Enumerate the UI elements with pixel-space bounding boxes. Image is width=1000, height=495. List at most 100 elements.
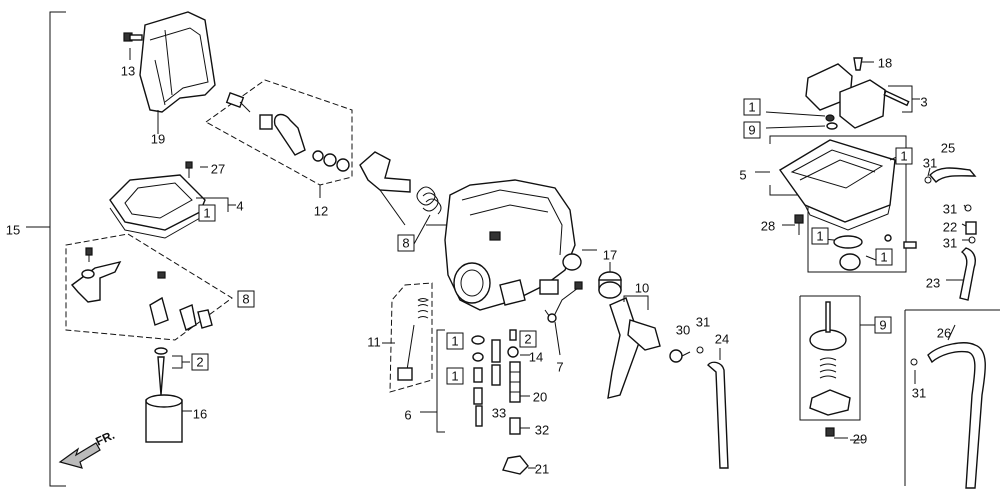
boxed-callout-1: 1 [198, 204, 216, 222]
callout-box-label: 2 [196, 354, 203, 369]
float-chamber-bracket-5 [755, 135, 907, 273]
callout-box-label: 1 [451, 368, 458, 383]
callout-11: 11 [367, 334, 381, 349]
callout-31: 31 [943, 201, 957, 216]
callout-28: 28 [761, 218, 775, 233]
callout-12: 12 [314, 203, 328, 218]
callout-box [743, 121, 761, 139]
boxed-callout-8: 8 [237, 290, 255, 308]
jet-parts [471, 329, 536, 475]
callout-13: 13 [121, 63, 135, 78]
callout-33: 33 [492, 405, 506, 420]
intake-gasket [109, 161, 206, 239]
callout-box [446, 332, 464, 350]
front-direction-indicator: FR. [58, 428, 117, 469]
cable-bracket-set [65, 233, 233, 341]
callout-32: 32 [535, 422, 549, 437]
boxed-callout-9: 9 [743, 121, 761, 139]
callout-29: 29 [853, 431, 867, 446]
callout-box-label: 1 [900, 148, 907, 163]
callout-31: 31 [923, 155, 937, 170]
choke-screw [669, 346, 704, 363]
callout-30: 30 [676, 322, 690, 337]
jet-set-bracket [420, 329, 445, 433]
assembly-bracket-15 [26, 11, 66, 487]
callout-26: 26 [937, 325, 951, 340]
boxed-callout-1: 1 [895, 147, 913, 165]
callout-23: 23 [926, 275, 940, 290]
boxed-callout-1: 1 [446, 367, 464, 385]
callout-6: 6 [404, 407, 411, 422]
callout-box-label: 8 [242, 291, 249, 306]
boxed-callout-2: 2 [519, 330, 537, 348]
callout-14: 14 [529, 349, 543, 364]
boxed-callout-1: 1 [743, 98, 761, 116]
callout-box-label: 9 [748, 122, 755, 137]
choke-cap [598, 262, 622, 299]
float-valve-18 [853, 57, 874, 71]
callout-31: 31 [912, 385, 926, 400]
callout-box-label: 9 [879, 317, 886, 332]
callout-box-label: 1 [748, 99, 755, 114]
callout-box-label: 1 [451, 333, 458, 348]
callout-box [875, 248, 893, 266]
callout-box [811, 227, 829, 245]
callout-box [446, 367, 464, 385]
callout-box [743, 98, 761, 116]
callout-box-label: 1 [816, 228, 823, 243]
jet-needle [154, 347, 190, 396]
callout-31: 31 [696, 314, 710, 329]
carburetor-top-cover [139, 11, 216, 128]
callout-box-label: 8 [402, 235, 409, 250]
callout-box [237, 290, 255, 308]
callout-7: 7 [556, 359, 563, 374]
callout-box [895, 147, 913, 165]
bracket-1-4 [196, 197, 236, 212]
carburetor-body [426, 179, 582, 311]
throttle-shaft [359, 151, 411, 226]
callout-box [397, 234, 415, 252]
throttle-return-spring [413, 186, 442, 245]
callout-5: 5 [739, 167, 746, 182]
callout-21: 21 [535, 461, 549, 476]
callout-25: 25 [941, 140, 955, 155]
callout-31: 31 [943, 235, 957, 250]
callout-box-label: 1 [203, 205, 210, 220]
boxed-callout-9: 9 [874, 316, 892, 334]
boxed-callout-1: 1 [446, 332, 464, 350]
top-cover-screw [123, 32, 143, 60]
boxed-callout-8: 8 [397, 234, 415, 252]
callout-24: 24 [715, 331, 729, 346]
callout-4: 4 [236, 198, 243, 213]
boxed-callout-1: 1 [875, 248, 893, 266]
front-label: FR. [93, 428, 116, 449]
float-chamber [778, 139, 917, 271]
throttle-linkage-kit [205, 79, 353, 198]
drain-screw-7 [544, 281, 583, 356]
callout-box [191, 353, 209, 371]
callout-15: 15 [6, 222, 20, 237]
callout-10: 10 [635, 280, 649, 295]
callout-16: 16 [193, 406, 207, 421]
boxed-callout-1: 1 [811, 227, 829, 245]
dashed-hose-26-box [904, 309, 1000, 489]
choke-lever [607, 295, 661, 399]
callout-27: 27 [211, 161, 225, 176]
callout-19: 19 [151, 131, 165, 146]
callout-22: 22 [943, 219, 957, 234]
throttle-slide [145, 394, 192, 443]
float-parts-small [765, 111, 838, 130]
callout-18: 18 [878, 55, 892, 70]
float [805, 63, 920, 129]
boxed-callout-2: 2 [191, 353, 209, 371]
callout-20: 20 [533, 389, 547, 404]
callout-box [874, 316, 892, 334]
overflow-hose-24 [707, 348, 729, 469]
callout-17: 17 [603, 247, 617, 262]
callout-3: 3 [920, 94, 927, 109]
fuel-hoses-right [924, 167, 977, 301]
callout-box-label: 2 [524, 331, 531, 346]
